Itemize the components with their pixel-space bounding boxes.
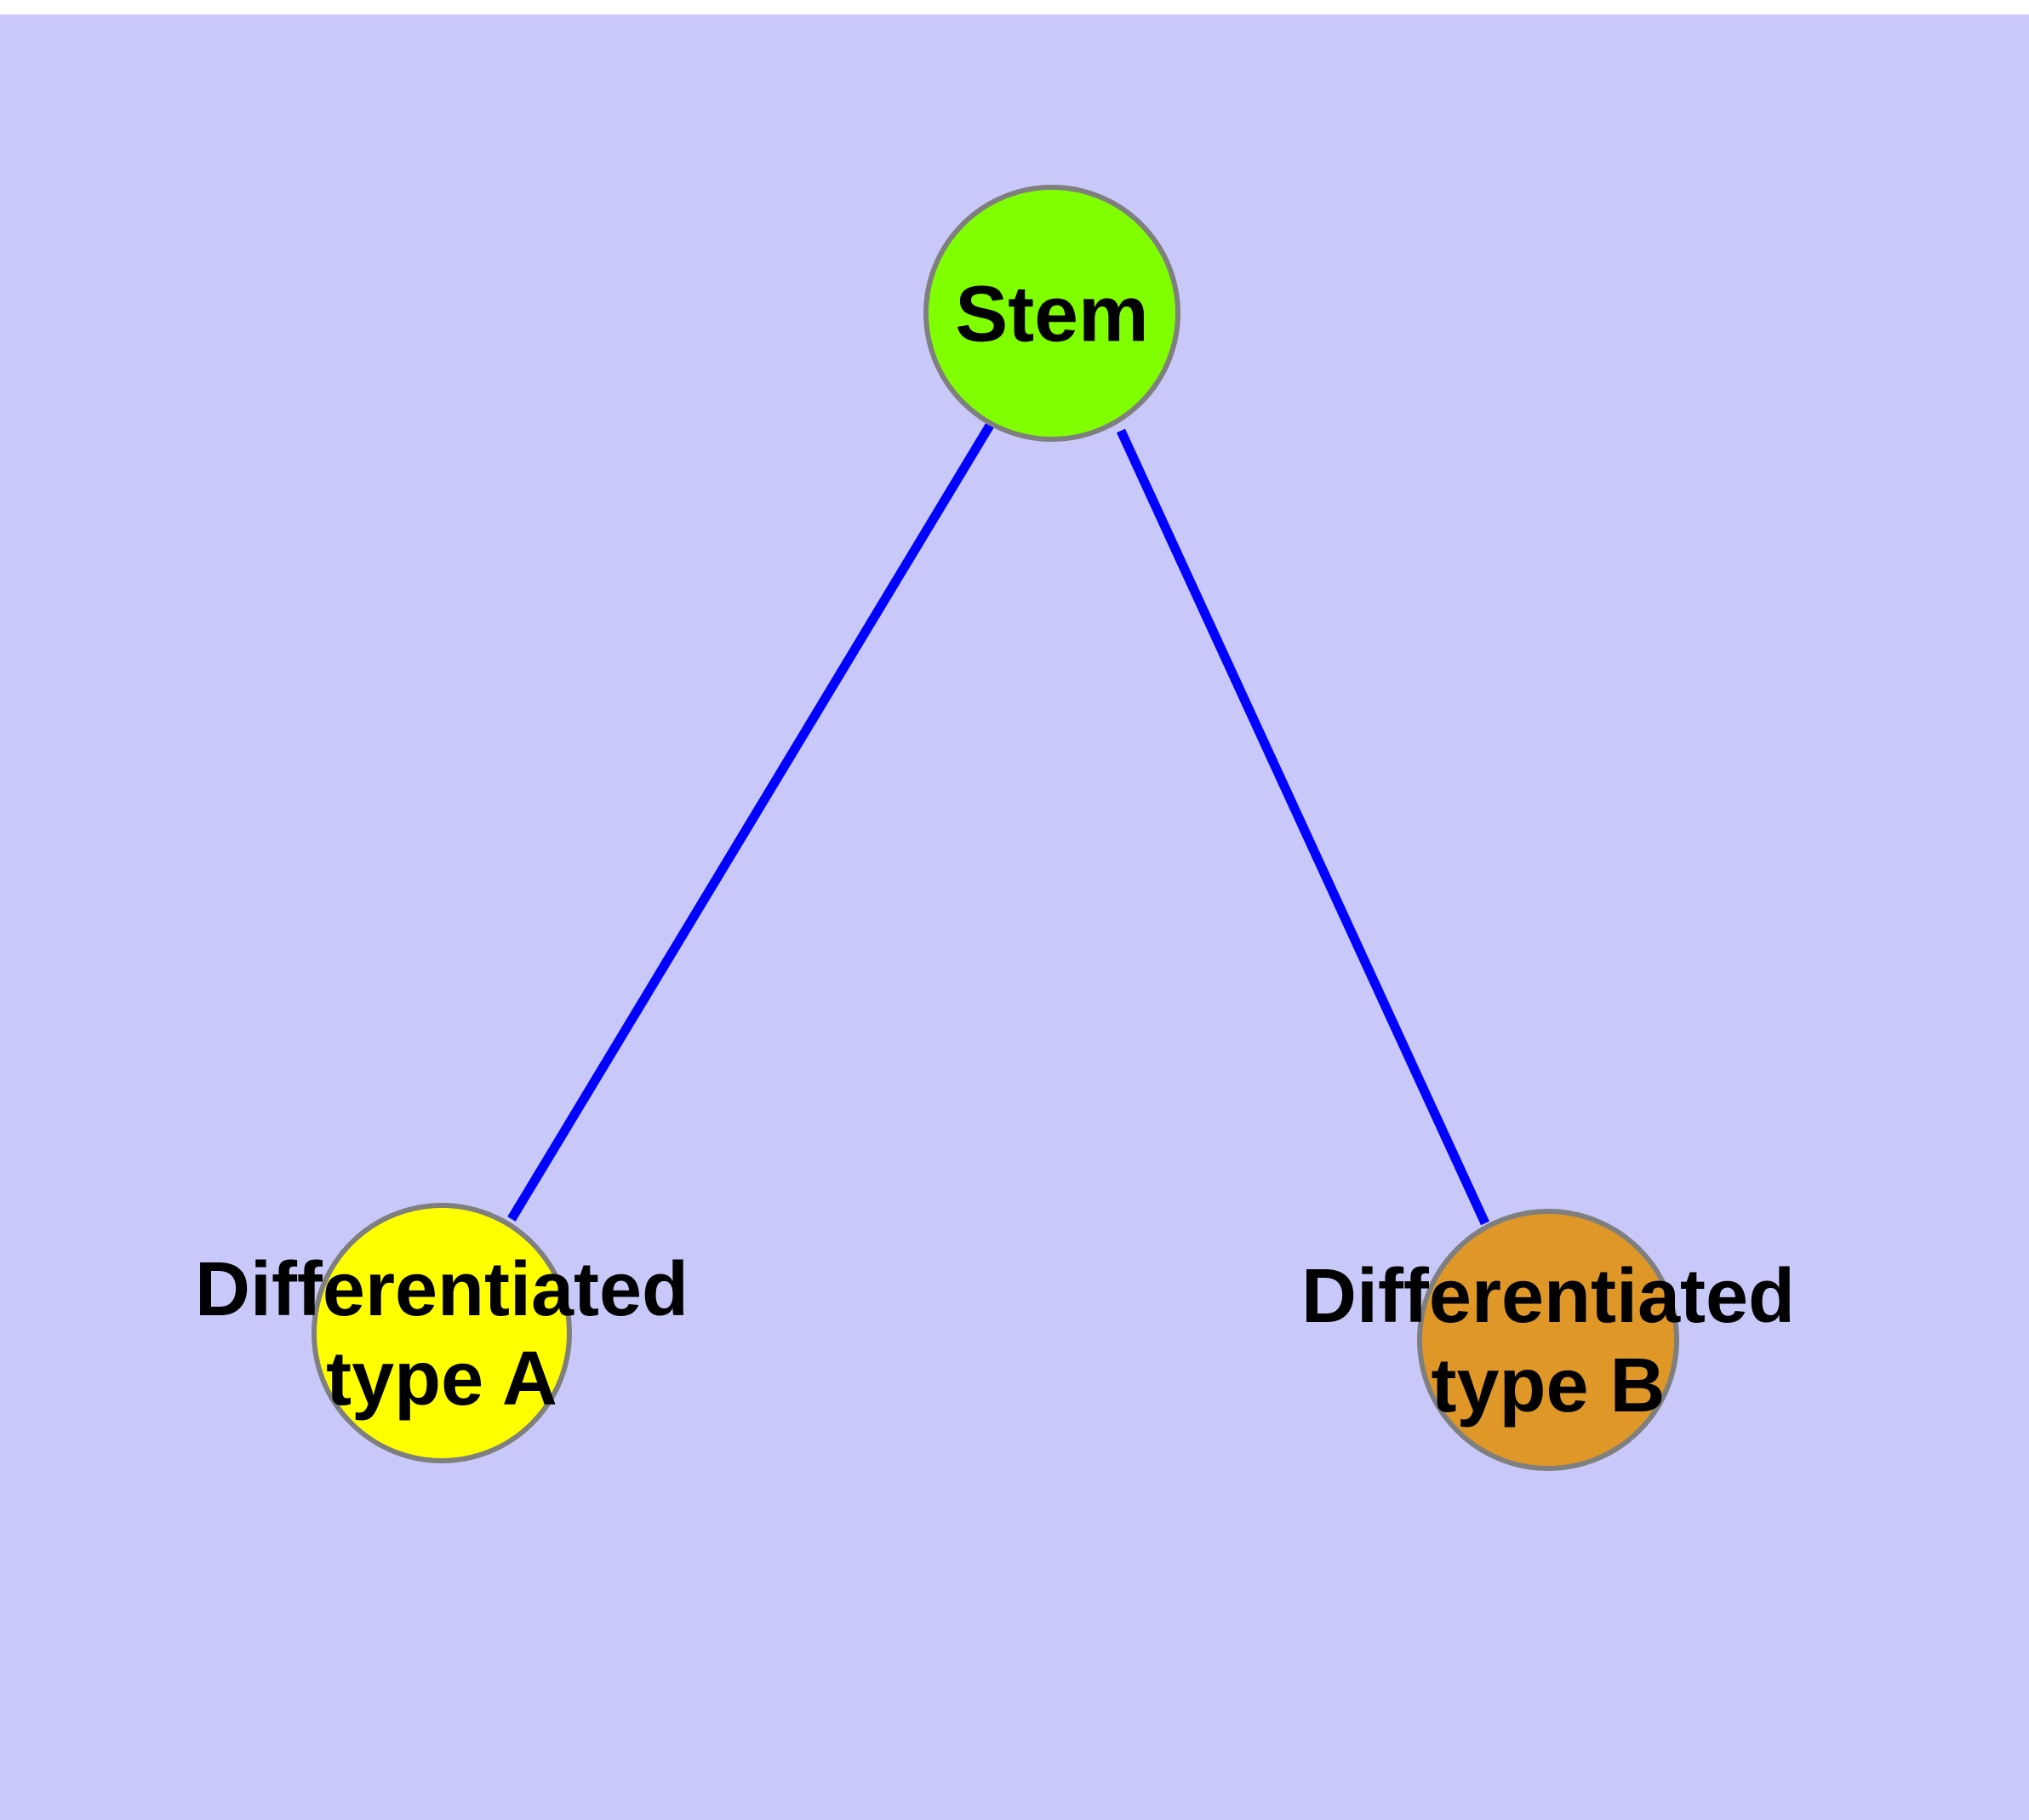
node-stem[interactable] (923, 185, 1180, 442)
node-diff_a[interactable] (311, 1203, 572, 1463)
node-label-line: type A (326, 1336, 557, 1422)
node-label-stem: Stem (955, 270, 1148, 358)
node-label-line: Differentiated (195, 1247, 689, 1332)
nodes-layer (311, 185, 1679, 1471)
node-label-line: Differentiated (1301, 1254, 1795, 1339)
edge-stem-diff_b[interactable] (1117, 428, 1489, 1226)
node-label-line: type B (1431, 1343, 1665, 1428)
edge-stem-diff_a[interactable] (507, 421, 995, 1222)
edges-layer (507, 421, 1489, 1226)
node-diff_b[interactable] (1417, 1209, 1679, 1471)
node-label-line: Stem (955, 270, 1148, 358)
